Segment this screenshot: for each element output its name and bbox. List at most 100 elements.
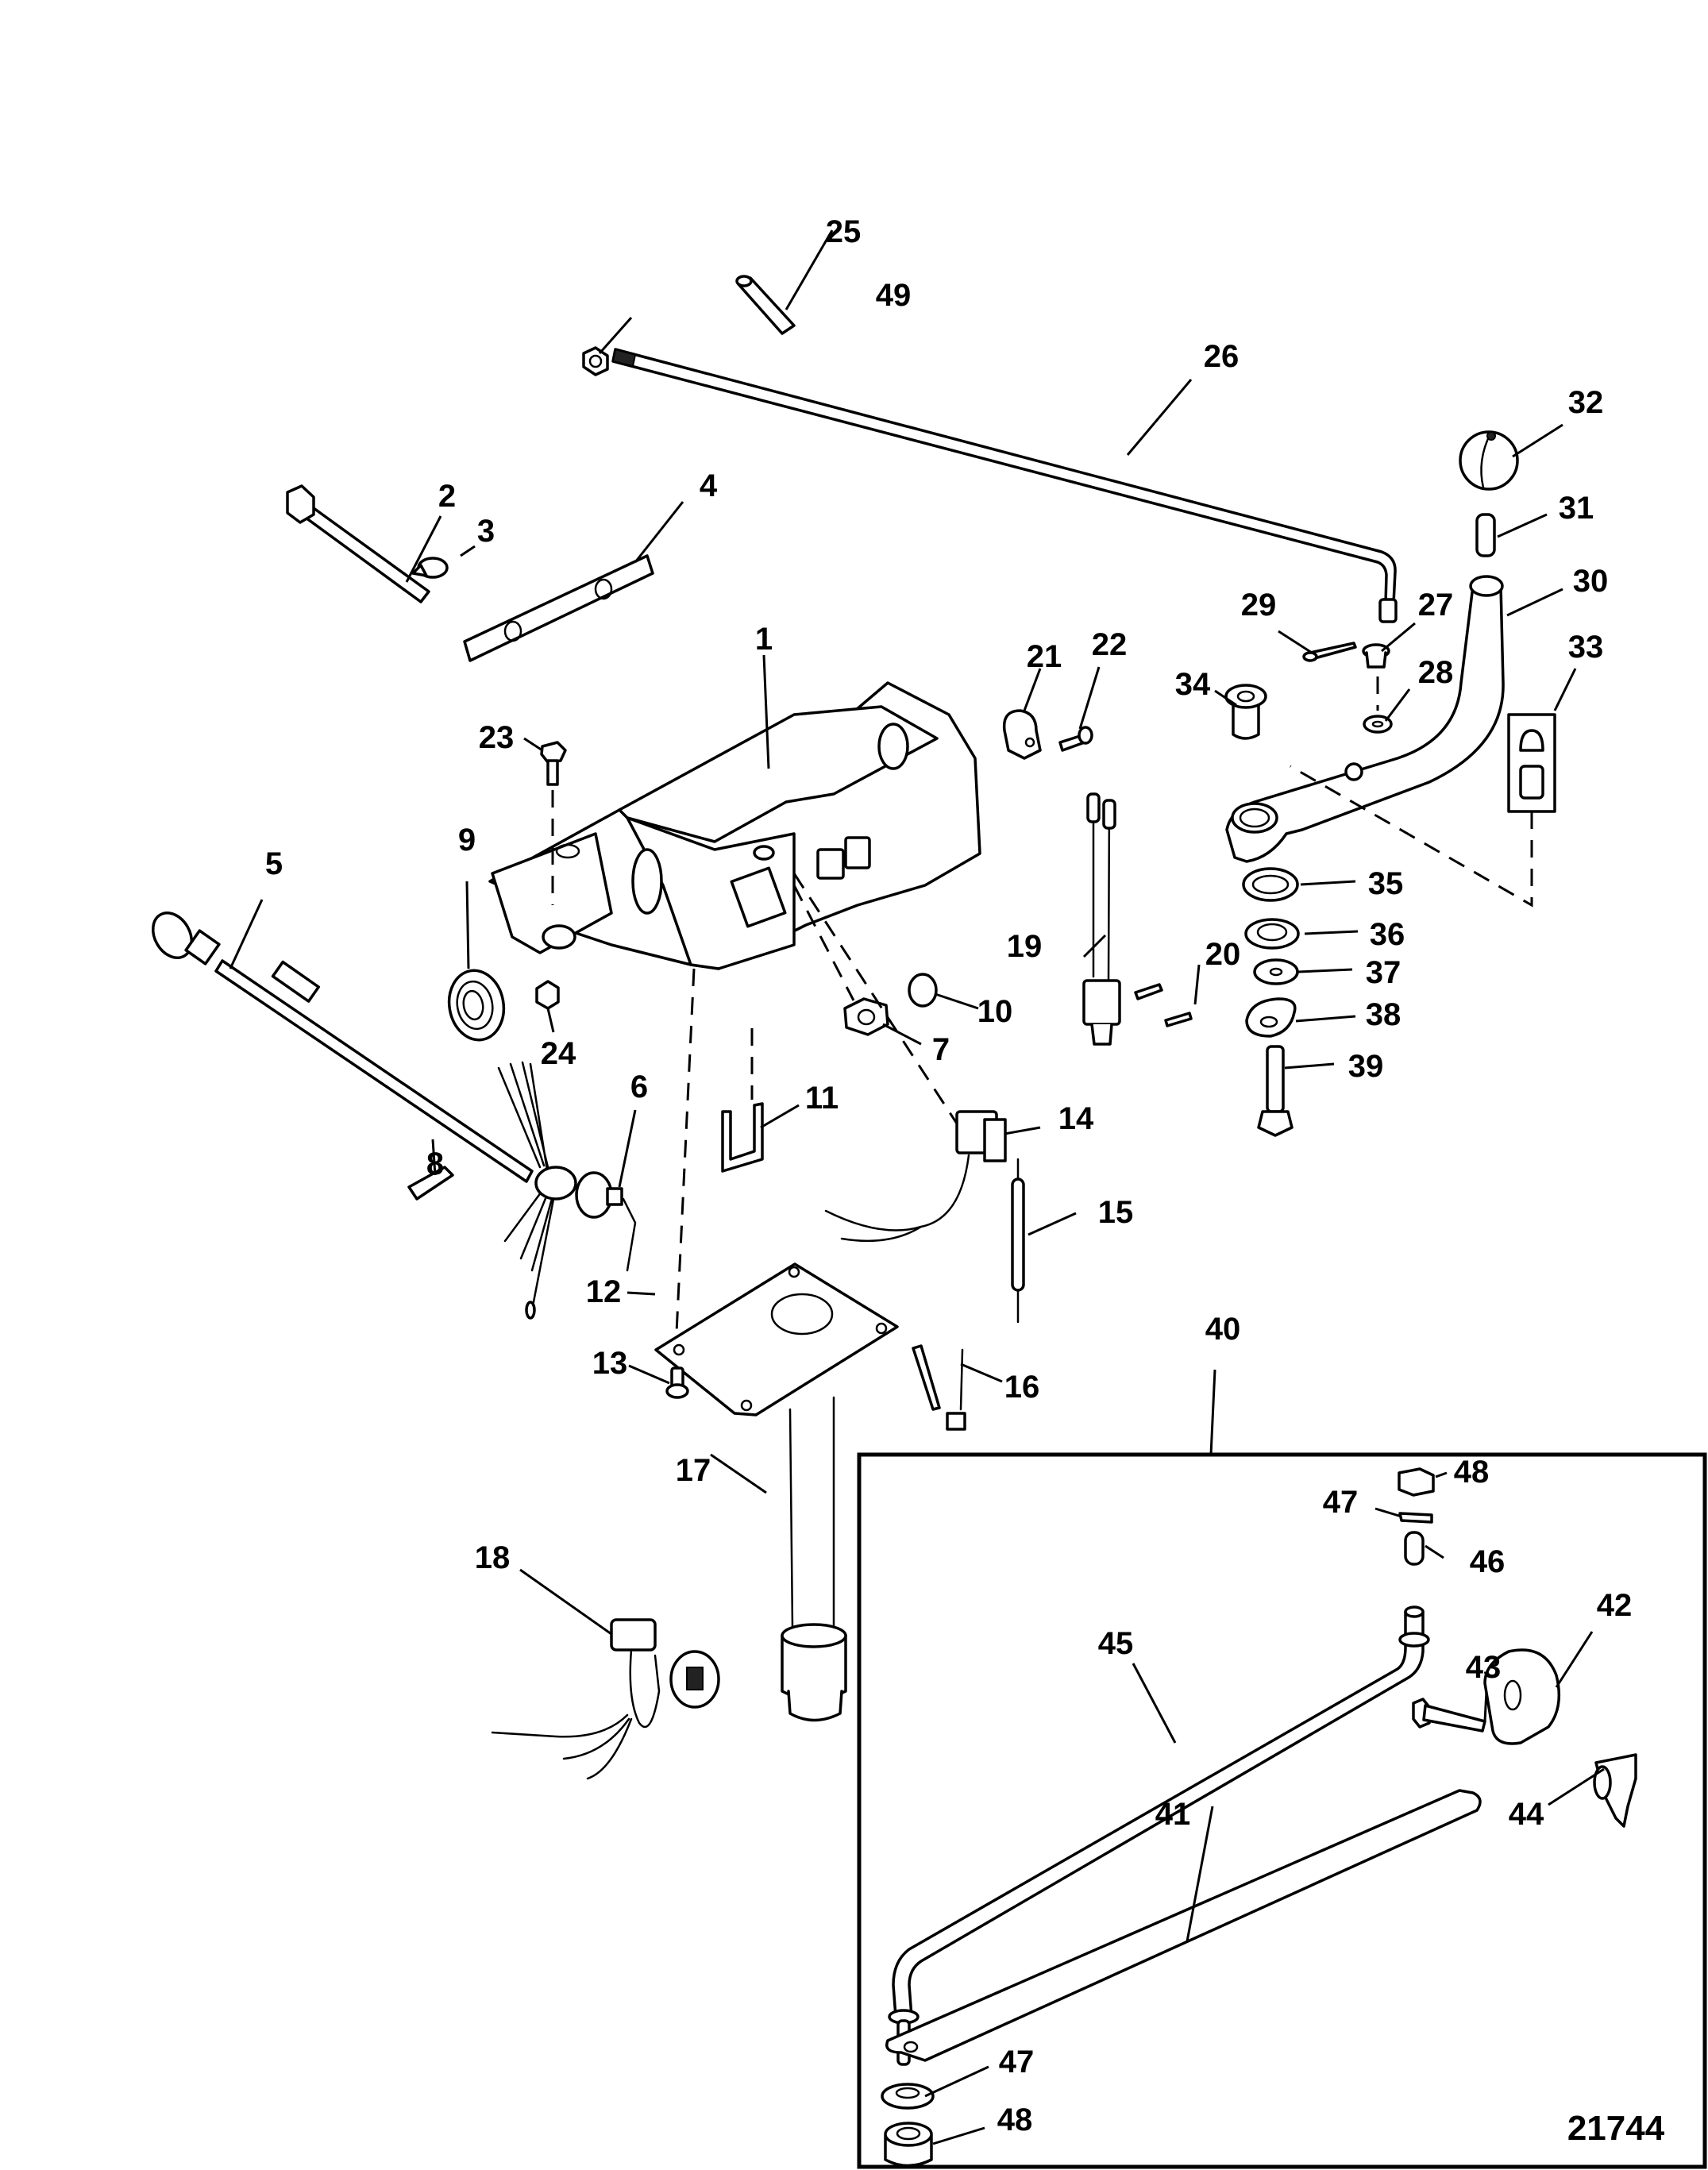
callout-25: 25 (826, 214, 862, 249)
part-9-grommet (447, 969, 506, 1042)
callout-8: 8 (426, 1147, 444, 1181)
callout-labels: 1 2 3 4 5 6 7 8 9 10 11 12 13 14 15 16 1… (265, 214, 1632, 2137)
part-21-clamp (1002, 709, 1042, 760)
part-17-sender (781, 1396, 847, 1722)
part-25-pin (735, 275, 796, 335)
callout-5: 5 (265, 846, 283, 881)
part-3-tab-washer (411, 557, 449, 579)
part-8-boot (407, 1166, 454, 1201)
callout-48-bottom: 48 (997, 2103, 1033, 2137)
callout-27: 27 (1418, 588, 1454, 622)
callout-26: 26 (1204, 339, 1240, 374)
part-7-nut (843, 997, 889, 1036)
part-33-detent-kit (1507, 713, 1556, 813)
part-28-washer (1363, 715, 1393, 734)
part-26-shift-rod (611, 348, 1398, 623)
part-34-bushing (1224, 684, 1267, 740)
part-4-plate (463, 554, 654, 662)
callout-28: 28 (1418, 655, 1454, 690)
callout-29: 29 (1241, 588, 1277, 622)
part-37-washer (1253, 958, 1299, 985)
callout-1: 1 (755, 622, 773, 657)
part-47-washer-top (1398, 1512, 1433, 1524)
part-15-fuse-holder (1011, 1158, 1025, 1324)
part-16-lead-assembly (912, 1344, 966, 1431)
callout-31: 31 (1559, 491, 1594, 526)
callout-45: 45 (1098, 1626, 1134, 1661)
callout-37: 37 (1366, 955, 1401, 990)
part-10-plug (908, 973, 938, 1008)
callout-34: 34 (1175, 667, 1211, 702)
callout-30: 30 (1573, 564, 1609, 599)
inset-box-40 (857, 1452, 1707, 2169)
assembly-line-33 (1290, 765, 1533, 908)
callout-2: 2 (438, 479, 456, 514)
callout-18: 18 (475, 1540, 511, 1575)
part-19-sensor (1082, 792, 1121, 1046)
callout-17: 17 (676, 1453, 711, 1488)
part-5-wiring-harness (152, 912, 577, 1320)
part-14-switch (824, 1110, 1007, 1243)
part-46-pin (1404, 1531, 1425, 1566)
part-31-pin (1475, 513, 1496, 557)
part-1-control-housing (488, 681, 981, 970)
callout-43: 43 (1466, 1650, 1502, 1685)
callout-38: 38 (1366, 997, 1401, 1032)
assembly-line-12 (673, 968, 696, 1366)
part-45-rod (888, 1605, 1430, 2066)
callout-39: 39 (1348, 1049, 1384, 1084)
part-6-key-switch (575, 1171, 637, 1272)
part-13-screw (665, 1366, 689, 1399)
part-41-tiller-bar (885, 1789, 1482, 2062)
part-22-screw (1058, 726, 1093, 752)
callout-48-top: 48 (1454, 1455, 1490, 1490)
part-24-nut (535, 980, 560, 1010)
callout-35: 35 (1368, 866, 1404, 901)
part-18-trim-switch (491, 1618, 720, 1780)
callout-11: 11 (805, 1081, 839, 1116)
part-44-thumb-knob (1593, 1753, 1637, 1828)
callout-10: 10 (977, 994, 1013, 1029)
callout-6: 6 (630, 1070, 648, 1104)
part-23-bolt (540, 741, 567, 786)
callout-9: 9 (458, 823, 476, 858)
callout-23: 23 (479, 720, 515, 755)
callout-16: 16 (1004, 1370, 1040, 1405)
callout-47-top: 47 (1323, 1485, 1359, 1520)
part-2-bolt (286, 484, 430, 603)
callout-36: 36 (1370, 917, 1405, 952)
callout-49: 49 (876, 278, 912, 313)
illustration-number: 21744 (1567, 2109, 1665, 2148)
part-38-tab-washer (1245, 997, 1297, 1038)
callout-13: 13 (592, 1346, 628, 1381)
callout-40: 40 (1205, 1312, 1241, 1347)
callout-15: 15 (1098, 1195, 1134, 1230)
leader-lines (229, 229, 1605, 2145)
callout-33: 33 (1568, 630, 1604, 665)
assembly-line-14 (792, 873, 958, 1124)
part-20-screws (1134, 983, 1193, 1027)
callout-4: 4 (700, 468, 718, 503)
callout-46: 46 (1470, 1544, 1506, 1579)
callout-24: 24 (541, 1036, 576, 1071)
callout-14: 14 (1058, 1101, 1094, 1136)
callout-41: 41 (1155, 1797, 1191, 1832)
callout-32: 32 (1568, 385, 1604, 420)
part-48-nut-top (1398, 1467, 1435, 1497)
callout-20: 20 (1205, 937, 1241, 972)
callout-3: 3 (477, 514, 495, 549)
part-36-washer (1244, 918, 1300, 950)
part-48-nut-bottom (884, 2122, 933, 2168)
part-49-nut (582, 346, 609, 376)
part-32-knob (1459, 430, 1519, 491)
part-43-bolt (1412, 1698, 1486, 1733)
part-39-bolt (1257, 1045, 1294, 1137)
callout-19: 19 (1007, 929, 1043, 964)
part-12-plate (654, 1262, 899, 1416)
part-42-clamp (1483, 1648, 1561, 1745)
assembly-line-7 (792, 885, 855, 1001)
part-30-shift-lever (1225, 575, 1505, 863)
part-27-bushing (1362, 643, 1390, 669)
callout-47-bottom: 47 (999, 2045, 1035, 2079)
